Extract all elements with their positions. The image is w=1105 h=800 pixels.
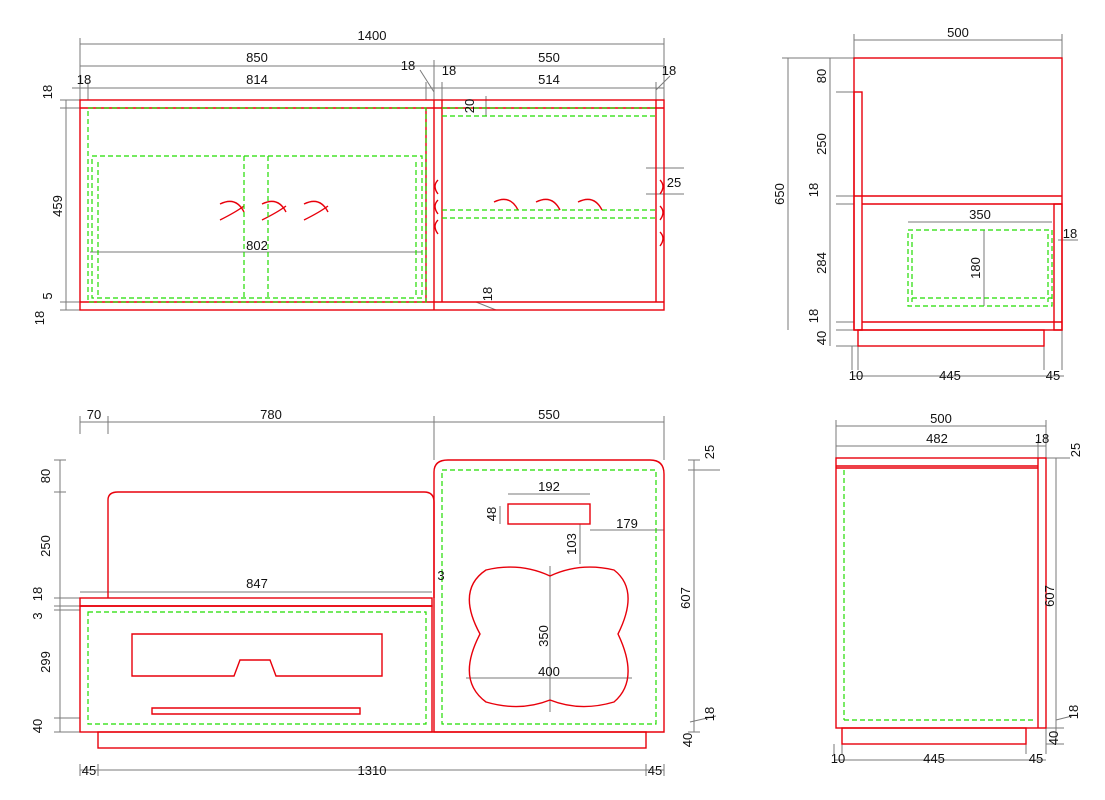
dim-overall-width: 1400 <box>358 28 387 43</box>
dim-side-shelf-t: 18 <box>806 183 821 197</box>
dim-rear-back-h: 250 <box>38 535 53 557</box>
dim-drawer-w: 350 <box>969 207 991 222</box>
side-bottom-outline <box>835 457 1047 745</box>
dim-sb-inner-width: 482 <box>926 431 948 446</box>
dim-rear-mid: 780 <box>260 407 282 422</box>
dim-base-thickness: 18 <box>480 287 495 301</box>
dim-drawer-h: 180 <box>968 257 983 279</box>
dim-rear-panel-h: 607 <box>678 587 693 609</box>
dim-rear-left-offset: 70 <box>87 407 101 422</box>
dim-rear-lower-h: 299 <box>38 651 53 673</box>
dim-foot-right: 45 <box>648 763 662 778</box>
front-view: 1400 850 550 18 814 18 18 514 18 18 459 … <box>32 28 684 325</box>
dim-rear-gap: 3 <box>30 612 45 619</box>
rear-hidden-lines <box>87 469 657 725</box>
dim-handle-height: 48 <box>484 507 499 521</box>
rear-dimension-lines <box>54 416 720 776</box>
dim-right-offset: 45 <box>1046 368 1060 383</box>
dim-inner-width: 802 <box>246 238 268 253</box>
dim-sb-back-t: 18 <box>1035 431 1049 446</box>
dim-rear-top-h: 80 <box>38 469 53 483</box>
dim-rear-shelf-t: 18 <box>30 587 45 601</box>
dim-rear-plinth-2: 40 <box>680 733 695 747</box>
dim-foot-width: 1310 <box>358 763 387 778</box>
dim-sb-bottom-t: 18 <box>1066 705 1081 719</box>
dim-sb-height: 607 <box>1042 585 1057 607</box>
dim-side-t: 18 <box>1063 226 1077 241</box>
dim-rear-gap-2: 3 <box>437 568 444 583</box>
front-cabinet-outline <box>79 99 665 311</box>
dim-bottom-thickness: 18 <box>32 311 47 325</box>
front-dimension-lines <box>60 38 684 311</box>
front-hidden-lines <box>87 107 656 303</box>
dim-opening-width: 400 <box>538 664 560 679</box>
dim-right-thickness: 18 <box>662 63 676 78</box>
dim-sb-left-offset: 10 <box>831 751 845 766</box>
dim-side-upper-h: 250 <box>814 133 829 155</box>
dim-handle-offset: 179 <box>616 516 638 531</box>
dim-left-width: 850 <box>246 50 268 65</box>
dim-lower-h: 284 <box>814 252 829 274</box>
dim-slot-width: 847 <box>246 576 268 591</box>
dim-depth: 445 <box>939 368 961 383</box>
side-bottom-dimension-lines <box>833 420 1073 761</box>
side-top-dimension-lines <box>782 34 1078 377</box>
dim-gap: 5 <box>40 292 55 299</box>
dim-top-thickness: 18 <box>40 85 55 99</box>
rear-outline <box>79 459 665 749</box>
dim-rear-right: 550 <box>538 407 560 422</box>
dim-left-offset: 10 <box>849 368 863 383</box>
dim-mid-thickness: 18 <box>401 58 415 73</box>
side-top-outline <box>853 57 1063 347</box>
dim-side-width: 500 <box>947 25 969 40</box>
dim-sb-plinth-h: 40 <box>1046 731 1061 745</box>
dim-sb-corner: 25 <box>1068 443 1083 457</box>
dim-shelf-offset: 20 <box>462 99 477 113</box>
dim-foot-left: 45 <box>82 763 96 778</box>
side-view-top: 500 80 250 18 650 350 18 284 180 18 40 1… <box>772 25 1078 383</box>
dim-side-total-h: 650 <box>772 183 787 205</box>
dim-height: 459 <box>50 195 65 217</box>
dim-shelf-gap: 25 <box>667 175 681 190</box>
dim-handle-width: 192 <box>538 479 560 494</box>
dim-rear-plinth-h: 40 <box>30 719 45 733</box>
dim-left-thickness: 18 <box>77 72 91 87</box>
dim-sb-depth: 445 <box>923 751 945 766</box>
dim-mid-thickness-2: 18 <box>442 63 456 78</box>
dim-right-inner: 514 <box>538 72 560 87</box>
dim-sb-width: 500 <box>930 411 952 426</box>
dim-side-top-h: 80 <box>814 69 829 83</box>
dim-left-inner: 814 <box>246 72 268 87</box>
side-view-bottom: 500 482 18 25 607 18 40 10 445 45 <box>831 411 1083 766</box>
dim-plinth-h: 40 <box>814 331 829 345</box>
dim-side-bottom-t: 18 <box>806 309 821 323</box>
dim-sb-right-offset: 45 <box>1029 751 1043 766</box>
dim-opening-height: 350 <box>536 625 551 647</box>
side-bottom-hidden-lines <box>843 470 1036 721</box>
side-top-hidden-lines <box>907 229 1053 307</box>
dim-handle-drop: 103 <box>564 533 579 555</box>
dim-rear-bottom-t: 18 <box>702 707 717 721</box>
rear-view: 70 780 550 80 250 18 3 299 40 847 3 192 … <box>30 407 720 778</box>
dim-rear-corner: 25 <box>702 445 717 459</box>
dim-right-width: 550 <box>538 50 560 65</box>
